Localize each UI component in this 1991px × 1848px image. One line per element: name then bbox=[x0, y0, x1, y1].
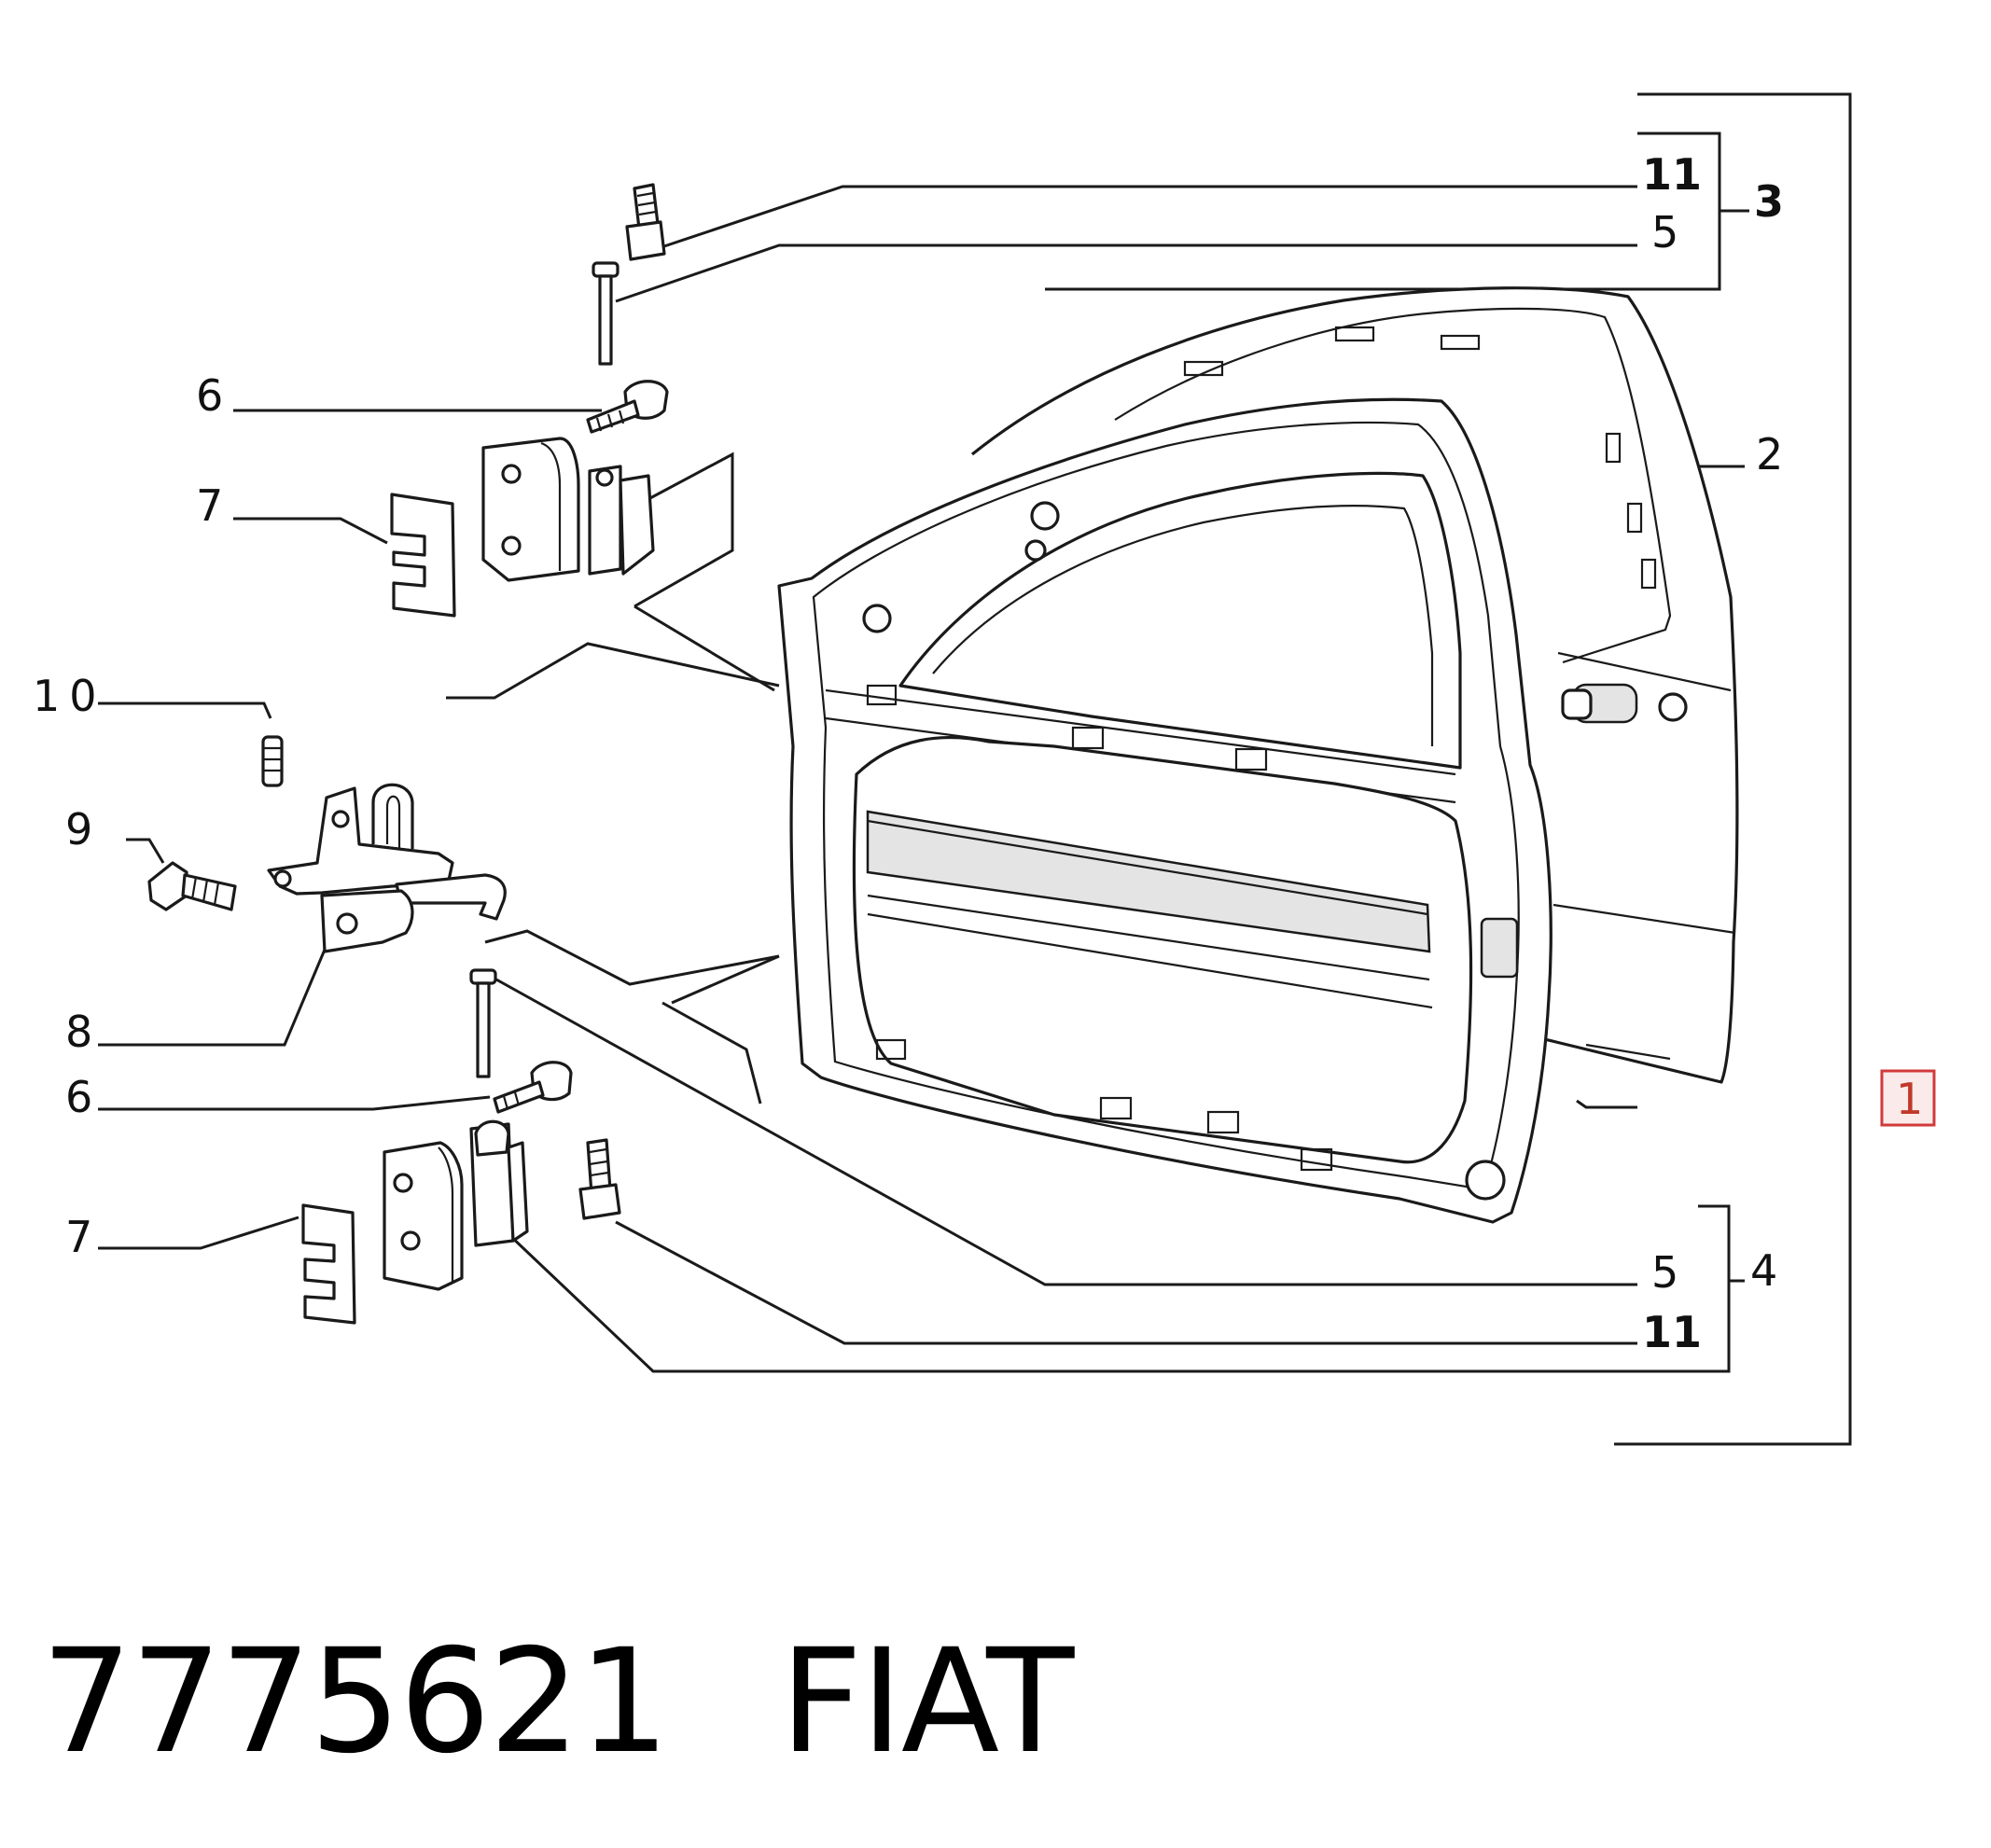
lower-screw-11 bbox=[578, 1138, 621, 1220]
callout-2: 2 bbox=[1756, 429, 1783, 479]
upper-shim-7 bbox=[390, 493, 456, 618]
callout-10: 10 bbox=[33, 671, 106, 721]
callout-7-bottom: 7 bbox=[65, 1212, 92, 1262]
lower-hinge-pin-5 bbox=[469, 968, 497, 1078]
callout-5-bottom: 5 bbox=[1651, 1247, 1678, 1298]
bolt-9 bbox=[147, 861, 237, 911]
door-check-strap-8 bbox=[267, 783, 507, 953]
upper-bolt-6 bbox=[586, 380, 669, 434]
callout-7-top: 7 bbox=[196, 480, 223, 531]
callout-8: 8 bbox=[65, 1007, 92, 1057]
part-number: 7775621 bbox=[41, 1619, 670, 1785]
upper-hinge-pin-5 bbox=[592, 261, 620, 366]
callout-6-bottom: 6 bbox=[65, 1072, 92, 1122]
callout-1: 1 bbox=[1896, 1074, 1923, 1124]
lower-hinge-body bbox=[383, 1119, 529, 1291]
callout-11-bottom: 11 bbox=[1642, 1307, 1702, 1357]
callout-6-top: 6 bbox=[196, 370, 223, 421]
callout-3: 3 bbox=[1754, 176, 1784, 227]
door-inner-frame bbox=[777, 397, 1552, 1224]
leader-lines bbox=[98, 185, 1745, 1345]
lower-bolt-6 bbox=[493, 1061, 573, 1114]
callout-5-top: 5 bbox=[1651, 207, 1678, 257]
group-bracket-3 bbox=[1045, 132, 1749, 291]
callout-1-highlight: 1 bbox=[1880, 1069, 1936, 1127]
callout-4: 4 bbox=[1750, 1245, 1777, 1296]
lower-shim-7 bbox=[301, 1203, 356, 1325]
callout-9: 9 bbox=[65, 804, 92, 855]
upper-screw-11 bbox=[625, 183, 666, 261]
brand-name: FIAT bbox=[779, 1619, 1074, 1785]
part-caption: 7775621 FIAT bbox=[41, 1619, 1074, 1785]
set-screw-10 bbox=[261, 735, 284, 787]
group-bracket-outer bbox=[1614, 92, 1852, 1446]
callout-11-top: 11 bbox=[1642, 149, 1702, 200]
upper-hinge-body bbox=[481, 437, 655, 582]
group-bracket-4 bbox=[507, 1204, 1745, 1373]
